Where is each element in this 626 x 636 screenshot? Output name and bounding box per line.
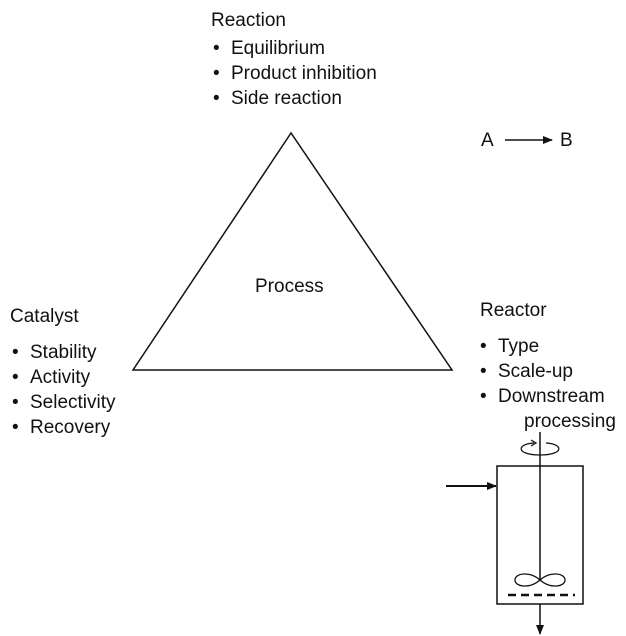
process-label: Process — [255, 276, 324, 297]
reaction-list: Equilibrium Product inhibition Side reac… — [213, 36, 377, 111]
list-item: Type — [480, 334, 616, 359]
impeller-icon — [514, 573, 566, 587]
list-item: Selectivity — [12, 390, 116, 415]
equation-reactant: A — [481, 130, 494, 151]
catalyst-list: Stability Activity Selectivity Recovery — [12, 340, 116, 440]
equation-product: B — [560, 130, 573, 151]
list-item: Activity — [12, 365, 116, 390]
catalyst-heading: Catalyst — [10, 306, 79, 327]
list-item: Scale-up — [480, 359, 616, 384]
list-item: Recovery — [12, 415, 116, 440]
stirred-tank-reactor-icon — [446, 432, 584, 635]
rotation-icon — [520, 442, 560, 456]
reactor-list: Type Scale-up Downstream processing — [480, 334, 616, 434]
list-item: Side reaction — [213, 86, 377, 111]
list-item-continuation: processing — [524, 411, 616, 432]
reaction-heading: Reaction — [211, 10, 286, 31]
list-item: Product inhibition — [213, 61, 377, 86]
list-item: Stability — [12, 340, 116, 365]
process-triangle — [131, 131, 454, 371]
reactor-heading: Reactor — [480, 300, 547, 321]
list-item: Downstream — [480, 384, 616, 409]
list-item: Equilibrium — [213, 36, 377, 61]
